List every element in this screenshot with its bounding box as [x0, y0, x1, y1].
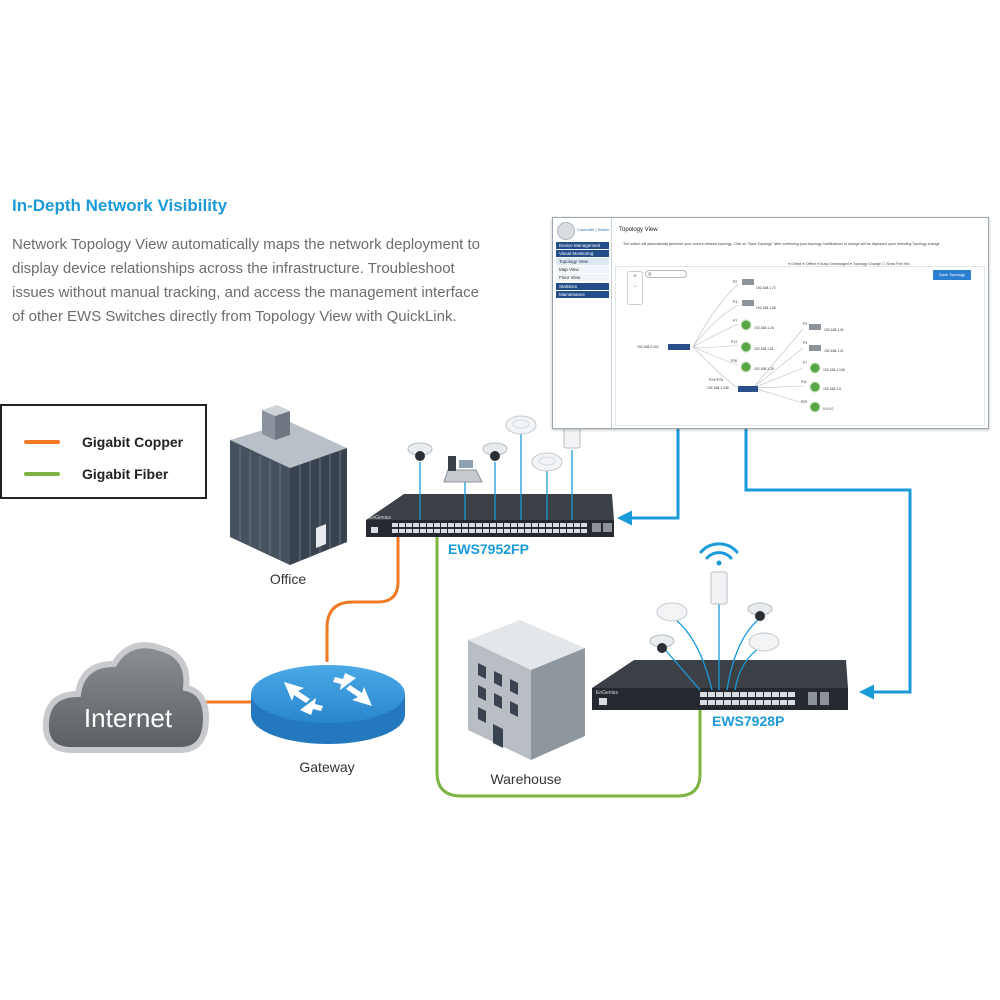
warehouse-building-icon: [468, 620, 585, 760]
hub-port-label: P24+P23: [709, 378, 724, 382]
left-ip-2: 192.168.1.68: [756, 306, 776, 310]
section-description: Network Topology View automatically maps…: [12, 236, 481, 325]
outdoor-access-point-icon-2: [710, 571, 728, 605]
switch2-device-icon: [592, 660, 848, 710]
ceiling-access-point-icon-3: [656, 602, 688, 622]
left-port-2: P3: [733, 300, 738, 304]
switch2-label: EWS7928P: [712, 713, 784, 729]
topology-view-screenshot: Controller | Switch Device Management Vi…: [552, 217, 989, 429]
left-port-3: P7: [733, 319, 738, 323]
right-ip-5: 0.0.0.0: [823, 407, 834, 411]
left-ip-4: 192.168.1.61: [754, 347, 774, 351]
search-icon: ⚲: [648, 272, 652, 278]
logo-icon: [557, 222, 575, 240]
legend-label-fiber: Gigabit Fiber: [82, 466, 169, 482]
zoom-in-button[interactable]: +: [633, 274, 637, 280]
copper-line-swatch: [24, 440, 60, 444]
legend: Gigabit Copper Gigabit Fiber: [0, 404, 207, 499]
fiber-cable-switch1-switch2: [435, 533, 702, 798]
left-ip-3: 192.168.1.24: [754, 326, 774, 330]
topology-search-input[interactable]: ⚲: [645, 270, 687, 278]
ip-phone-icon: [443, 456, 483, 483]
office-building-icon: [230, 405, 347, 565]
dome-camera-icon: [407, 442, 433, 461]
right-port-5: P20: [801, 400, 808, 404]
right-device-nodes: [809, 324, 821, 413]
gateway-router-icon: [251, 665, 405, 744]
left-port-5: P26: [731, 359, 738, 363]
section-heading: In-Depth Network Visibility: [12, 196, 228, 215]
ceiling-access-point-icon-2: [531, 452, 563, 472]
copper-cable-gateway-switch: [325, 533, 400, 662]
topology-canvas[interactable]: [615, 266, 985, 426]
left-device-nodes: [740, 279, 754, 373]
warehouse-label: Warehouse: [490, 771, 561, 787]
dome-camera-icon-2: [482, 442, 508, 461]
ceiling-access-point-icon-4: [748, 632, 780, 652]
link-topology-to-switch2: [744, 395, 912, 700]
right-ip-2: 192.168.1.21: [824, 349, 844, 353]
switch1-device-icon: [366, 494, 614, 537]
dome-camera-icon-3: [649, 634, 675, 653]
ceiling-access-point-icon: [505, 415, 537, 435]
menu-map-view[interactable]: Map View: [556, 266, 609, 273]
screenshot-tabs[interactable]: Controller | Switch: [577, 227, 610, 232]
hub-ip-label: 192.168.1.248: [707, 386, 729, 390]
menu-statistics[interactable]: Statistics: [556, 283, 609, 290]
topology-status-legend: ● Online ● Offline ● Busy Unmanaged ● To…: [788, 262, 910, 266]
save-topology-button[interactable]: Save Topology: [933, 270, 971, 280]
menu-maintenance[interactable]: Maintenance: [556, 291, 609, 298]
legend-label-copper: Gigabit Copper: [82, 434, 184, 450]
right-ip-3: 192.168.1.106: [823, 368, 845, 372]
right-port-3: P7: [803, 361, 808, 365]
left-port-4: P13: [731, 340, 738, 344]
hub-switch-node: [738, 386, 758, 392]
right-port-1: P2: [803, 322, 808, 326]
menu-visual-monitoring[interactable]: Visual Monitoring: [556, 250, 609, 257]
topology-graph: [668, 279, 821, 413]
switch1-label: EWS7952FP: [448, 541, 529, 557]
internet-label: Internet: [84, 703, 173, 733]
wifi-signal-icon-2: [699, 542, 739, 566]
office-label: Office: [270, 571, 307, 587]
left-ip-1: 192.168.1.72: [756, 286, 776, 290]
screenshot-sidebar: Controller | Switch Device Management Vi…: [553, 218, 612, 428]
screenshot-title: Topology View: [619, 227, 658, 233]
right-ip-1: 192.168.1.41: [824, 328, 844, 332]
screenshot-note: The switch will automatically generate y…: [623, 242, 940, 246]
right-port-2: P3: [803, 341, 808, 345]
left-ip-5: 192.168.1.25: [754, 367, 774, 371]
switch1-brand: EnGenius: [369, 515, 391, 521]
dome-camera-icon-4: [747, 602, 773, 621]
menu-floor-view[interactable]: Floor View: [556, 274, 609, 281]
root-ip-label: 192.168.0.202: [637, 345, 659, 349]
root-switch-node: [668, 344, 690, 350]
right-ip-4: 192.168.1.5: [823, 387, 841, 391]
menu-topology-view[interactable]: Topology View: [556, 258, 609, 265]
zoom-out-button[interactable]: −: [633, 284, 637, 290]
menu-device-management[interactable]: Device Management: [556, 242, 609, 249]
legend-item-copper: Gigabit Copper: [24, 434, 183, 450]
legend-item-fiber: Gigabit Fiber: [24, 466, 168, 482]
right-port-4: P11: [801, 380, 807, 384]
gateway-label: Gateway: [299, 759, 354, 775]
zoom-control[interactable]: + −: [627, 271, 643, 305]
switch2-brand: EnGenius: [596, 690, 618, 696]
left-port-1: P2: [733, 280, 738, 284]
internet-cloud-icon: [42, 642, 210, 753]
fiber-line-swatch: [24, 472, 60, 476]
